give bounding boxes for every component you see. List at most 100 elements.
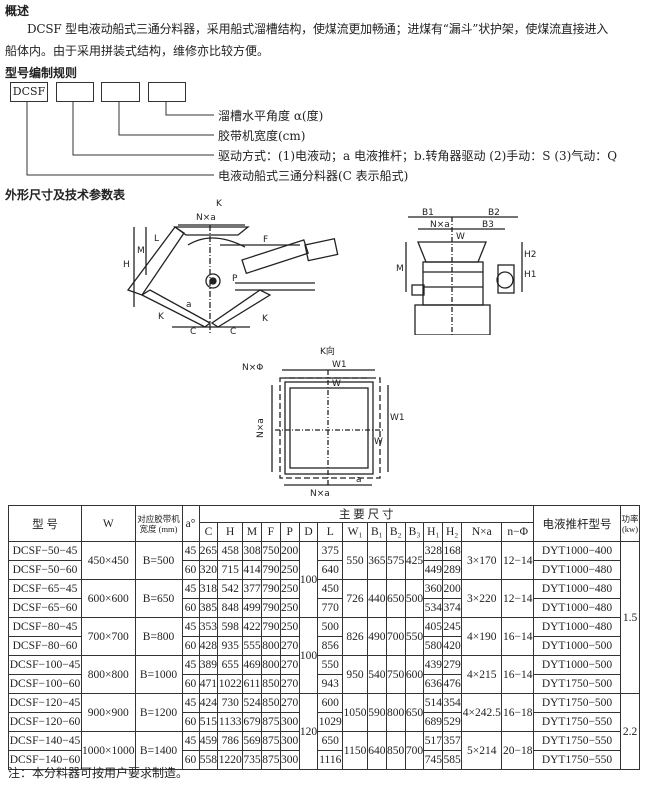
- cell-h1: 689: [423, 712, 444, 732]
- header-model: 型 号: [8, 505, 82, 542]
- cell-w1: 550: [342, 541, 368, 580]
- cell-w: 1000×1000: [81, 731, 136, 770]
- cell-m: 555: [242, 636, 262, 656]
- header-dim-9: B₂: [385, 522, 406, 542]
- cell-c: 389: [198, 655, 219, 675]
- cell-n-x-a: 3×220: [461, 579, 503, 618]
- cell-p: 300: [279, 750, 300, 770]
- k-label-na-left: N×a: [256, 418, 266, 438]
- cell-a: 45: [181, 579, 200, 599]
- cell-b1: 540: [366, 655, 387, 694]
- cell-n-phi: 16−14: [501, 655, 534, 694]
- cell-push-rod: DYT1750−500: [533, 693, 621, 713]
- header-dim-10: B₃: [404, 522, 425, 542]
- cell-b1: 365: [366, 541, 387, 580]
- cell-f: 790: [260, 598, 281, 618]
- cell-w: 450×450: [81, 541, 136, 580]
- cell-n-x-a: 3×170: [461, 541, 503, 580]
- header-dim-12: H₂: [442, 522, 463, 542]
- cell-push-rod: DYT1000−500: [533, 636, 621, 656]
- cell-b2: 800: [385, 693, 406, 732]
- front-label-k: K: [216, 199, 223, 209]
- cell-m: 524: [242, 693, 262, 713]
- cell-m: 469: [242, 655, 262, 675]
- cell-p: 270: [279, 693, 300, 713]
- header-push-rod: 电液推杆型号: [533, 505, 621, 542]
- cell-l: 650: [317, 731, 344, 751]
- header-power: 功率(kw): [620, 505, 640, 542]
- cell-h: 848: [217, 598, 244, 618]
- cell-m: 422: [242, 617, 262, 637]
- cell-h1: 514: [423, 693, 444, 713]
- k-label-a: a: [356, 475, 362, 485]
- cell-l: 1116: [317, 750, 344, 770]
- cell-f: 875: [260, 712, 281, 732]
- cell-m: 611: [242, 674, 262, 694]
- cell-a: 60: [181, 598, 200, 618]
- header-dim-4: P: [279, 522, 300, 542]
- side-label-b1: B1: [422, 208, 434, 218]
- cell-n-x-a: 4×190: [461, 617, 503, 656]
- cell-b2: 850: [385, 731, 406, 770]
- cell-m: 499: [242, 598, 262, 618]
- cell-a: 45: [181, 541, 200, 561]
- front-label-p: P: [232, 274, 238, 284]
- model-code-box: DCSF: [10, 82, 48, 102]
- cell-w1: 1150: [342, 731, 368, 770]
- model-rule-heading: 型号编制规则: [5, 66, 78, 80]
- cell-p: 250: [279, 579, 300, 599]
- cell-a: 60: [181, 712, 200, 732]
- cell-d: 100: [298, 541, 319, 618]
- cell-p: 300: [279, 712, 300, 732]
- cell-l: 550: [317, 655, 344, 675]
- cell-w1: 726: [342, 579, 368, 618]
- side-label-b3: B3: [482, 220, 494, 230]
- front-label-na: N×a: [196, 213, 216, 223]
- cell-push-rod: DYT1000−480: [533, 617, 621, 637]
- cell-h: 1133: [217, 712, 244, 732]
- overview-paragraph: DCSF 型电液动船式三通分料器，采用船式溜槽结构，使煤流更加畅通；进煤有“漏斗…: [5, 18, 647, 62]
- legend-angle: 溜槽水平角度 α(度): [218, 109, 324, 123]
- cell-model: DCSF−120−60: [8, 712, 82, 732]
- cell-a: 60: [181, 636, 200, 656]
- cell-d: 100: [298, 617, 319, 694]
- side-label-m: M: [396, 264, 404, 274]
- header-dim-0: C: [198, 522, 219, 542]
- cell-h2: 354: [442, 693, 463, 713]
- legend-width: 胶带机宽度(cm): [218, 129, 306, 143]
- cell-c: 558: [198, 750, 219, 770]
- cell-h2: 200: [442, 579, 463, 599]
- k-label-w1-right: W1: [390, 413, 405, 423]
- cell-l: 1029: [317, 712, 344, 732]
- header-belt-width: 对应胶带机宽度 (mm): [134, 505, 183, 542]
- cell-power: 1.5: [620, 541, 640, 694]
- cell-c: 471: [198, 674, 219, 694]
- cell-h2: 529: [442, 712, 463, 732]
- cell-push-rod: DYT1750−550: [533, 750, 621, 770]
- cell-h: 458: [217, 541, 244, 561]
- cell-b2: 750: [385, 655, 406, 694]
- front-label-f: F: [263, 235, 268, 245]
- cell-w1: 826: [342, 617, 368, 656]
- k-label-w-right: W: [374, 437, 383, 447]
- cell-belt-width: B=800: [134, 617, 183, 656]
- cell-model: DCSF−65−45: [8, 579, 82, 599]
- cell-h: 598: [217, 617, 244, 637]
- cell-b3: 500: [404, 579, 425, 618]
- cell-w: 900×900: [81, 693, 136, 732]
- cell-l: 640: [317, 560, 344, 580]
- cell-m: 377: [242, 579, 262, 599]
- cell-h1: 517: [423, 731, 444, 751]
- cell-c: 385: [198, 598, 219, 618]
- side-label-w: W: [456, 232, 465, 242]
- cell-b3: 600: [404, 655, 425, 694]
- cell-p: 270: [279, 674, 300, 694]
- cell-l: 500: [317, 617, 344, 637]
- cell-push-rod: DYT1000−480: [533, 560, 621, 580]
